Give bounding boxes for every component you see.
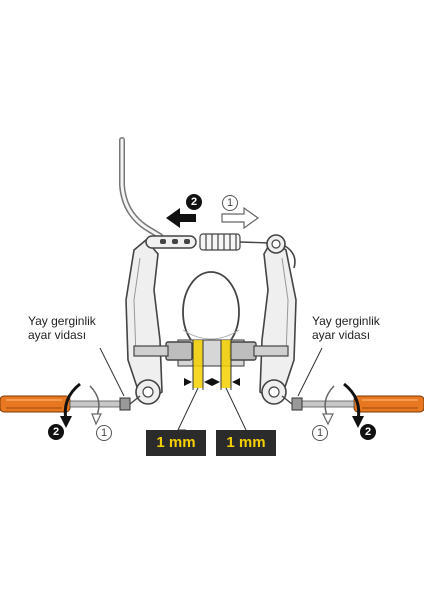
step-1-right: 1 — [312, 425, 328, 441]
right-screw-label-line1: Yay gerginlik — [312, 314, 380, 328]
right-brake-arm — [259, 238, 297, 401]
right-screw-label-line2: ayar vidası — [312, 328, 371, 342]
left-adjust-screw — [119, 397, 131, 411]
step-1-top: 1 — [222, 195, 238, 211]
left-screw-label-line2: ayar vidası — [28, 328, 87, 342]
release-arrow-1 — [221, 206, 260, 230]
right-brake-pad — [229, 341, 257, 361]
left-screwdriver — [0, 395, 123, 413]
step-2-top: 2 — [186, 194, 202, 210]
left-screw-label-line1: Yay gerginlik — [28, 314, 96, 328]
left-gap-marker — [193, 340, 203, 388]
right-gap-marker — [221, 340, 231, 388]
right-screwdriver — [301, 395, 424, 413]
right-adjust-screw — [291, 397, 303, 411]
step-2-left: 2 — [48, 424, 64, 440]
cable-link — [145, 235, 197, 249]
left-screw-label: Yay gerginlik ayar vidası — [28, 314, 96, 342]
step-1-left: 1 — [96, 425, 112, 441]
pull-arrow-2 — [166, 208, 196, 228]
cable-boot — [199, 233, 241, 251]
right-gap-badge: 1 mm — [216, 430, 276, 456]
left-brake-pad — [165, 341, 193, 361]
cable-housing — [119, 137, 163, 239]
right-screw-label: Yay gerginlik ayar vidası — [312, 314, 380, 342]
step-2-right: 2 — [360, 424, 376, 440]
left-gap-badge: 1 mm — [146, 430, 206, 456]
left-brake-arm — [125, 238, 163, 401]
